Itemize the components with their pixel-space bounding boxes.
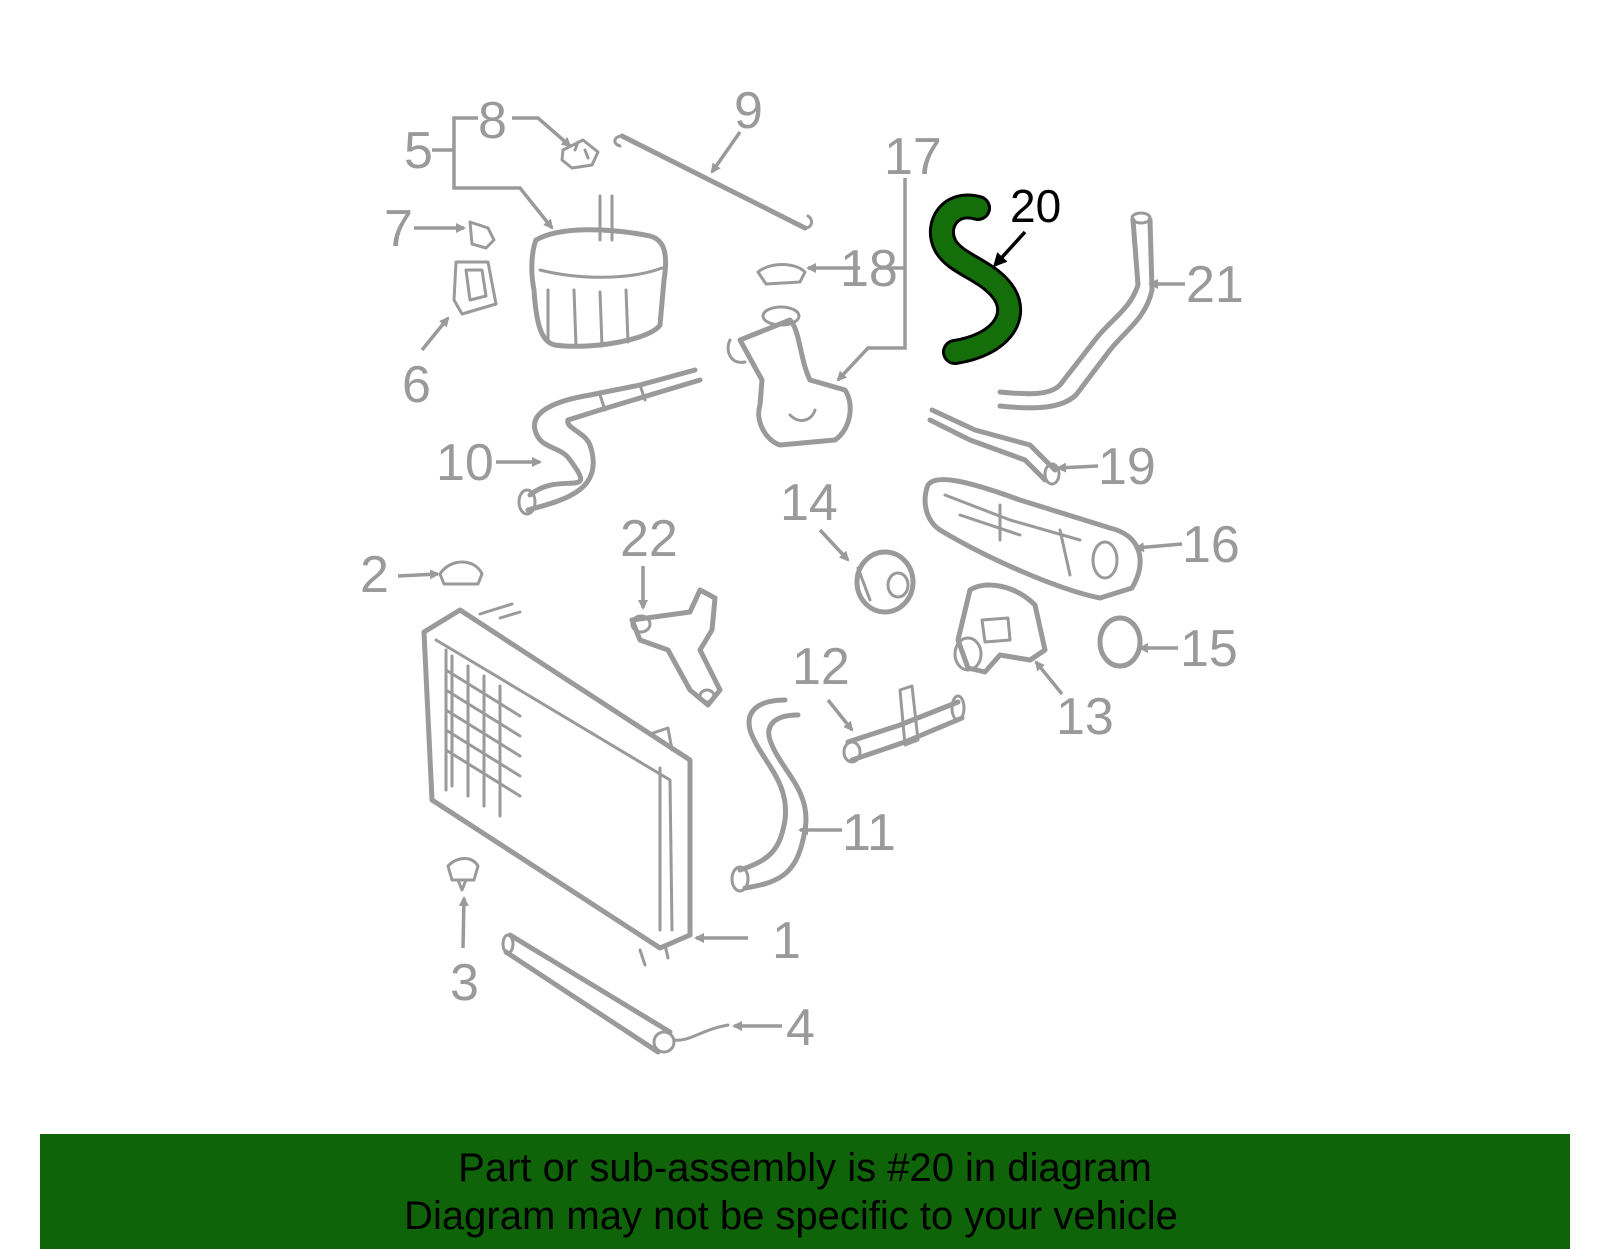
callout-16: 16 [1182,516,1240,574]
part-14-thermostat [854,549,916,615]
part-11-hose [730,697,809,893]
callout-10: 10 [436,434,494,492]
part-22-bracket [629,587,723,708]
callout-12: 12 [792,638,850,696]
callout-5: 5 [404,122,433,180]
callout-labels: 1 2 3 4 5 6 7 8 9 10 11 12 13 14 15 16 1… [360,82,1244,1057]
part-15-o-ring [1097,615,1143,669]
part-6-bracket [452,260,498,316]
part-20-hose [928,193,1023,365]
part-8-cap [560,138,600,170]
part-4-lower-tank [501,932,730,1055]
callout-1: 1 [772,912,801,970]
radiator-core-mesh [444,654,522,818]
callout-13: 13 [1056,688,1114,746]
callout-7: 7 [384,200,413,258]
part-12-pipe [842,684,966,764]
callout-19: 19 [1098,438,1156,496]
callout-22: 22 [620,510,678,568]
info-banner: Part or sub-assembly is #20 in diagram D… [40,1134,1570,1249]
callout-20: 20 [1010,180,1061,232]
banner-line-2: Diagram may not be specific to your vehi… [404,1194,1178,1238]
callout-6: 6 [402,356,431,414]
callout-21: 21 [1186,256,1244,314]
leader-lines [397,116,1185,1031]
callout-11: 11 [842,804,896,862]
part-10-hose [517,367,703,516]
part-17-water-outlet [726,305,853,448]
part-19-pipe [927,407,1061,486]
part-2-cap [438,560,484,586]
part-18-cap [756,263,807,286]
callout-17: 17 [884,128,942,186]
callout-4: 4 [786,999,815,1057]
part-16-intake [922,477,1143,601]
callout-3: 3 [450,954,479,1012]
callout-15: 15 [1180,620,1238,678]
callout-2: 2 [360,546,389,604]
banner-line-1: Part or sub-assembly is #20 in diagram [458,1146,1152,1190]
part-1-radiator [421,602,693,967]
part-13-housing [953,582,1048,675]
part-21-pipe [997,211,1155,411]
part-5-reservoir [529,194,669,349]
part-9-rod [613,133,814,231]
callout-18: 18 [840,240,898,298]
callout-8: 8 [478,92,507,150]
part-3-clip [446,857,480,892]
part-7-bolt [468,220,496,250]
callout-9: 9 [734,82,763,140]
callout-14: 14 [780,474,838,532]
